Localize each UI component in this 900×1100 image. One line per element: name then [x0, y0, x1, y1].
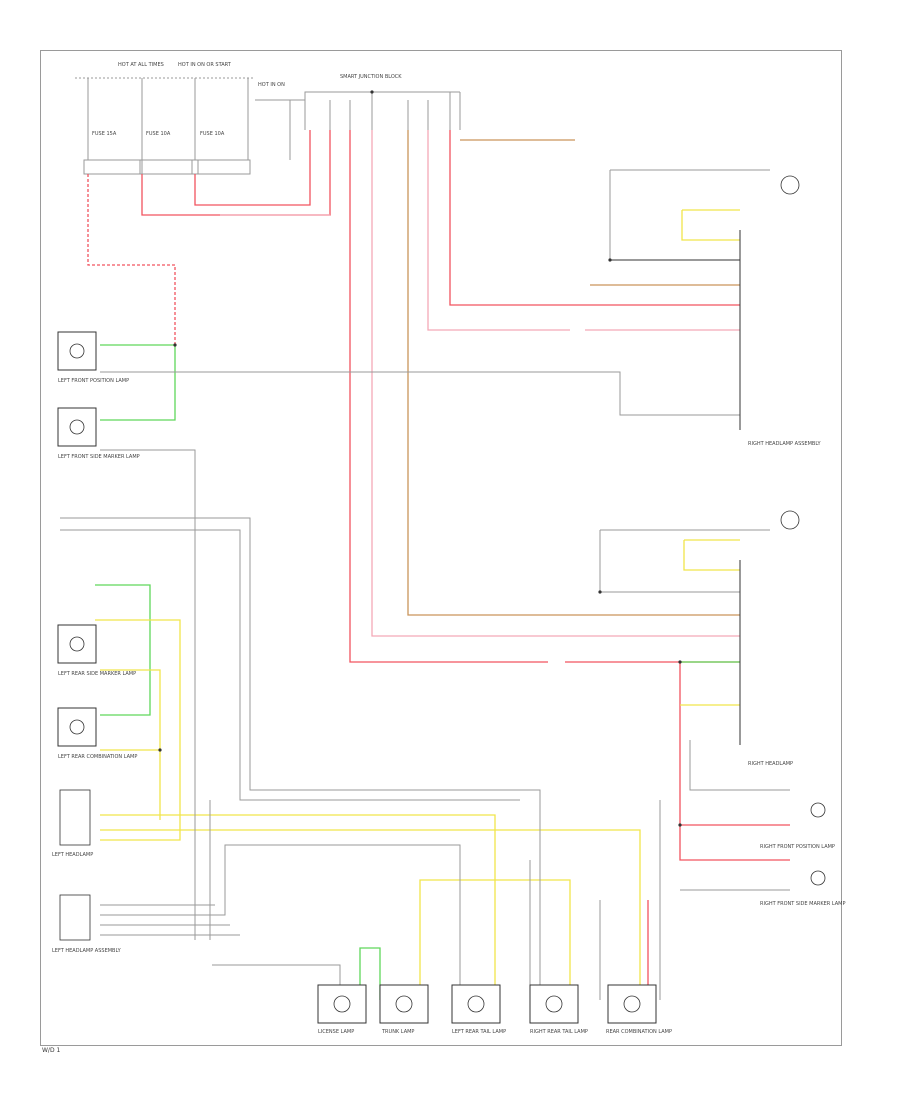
bottom-lamp-boxes — [317, 984, 657, 1024]
label-left-headlamp-asm: LEFT HEADLAMP ASSEMBLY — [52, 948, 122, 954]
brown-wires — [407, 130, 740, 616]
label-right-headlamp-asm: RIGHT HEADLAMP ASSEMBLY — [748, 441, 821, 447]
diagram-frame — [40, 50, 842, 1046]
label-fuse-c: FUSE 10A — [200, 131, 225, 137]
lf-sidemarker-box — [57, 407, 97, 447]
black-wires — [610, 230, 741, 745]
right-modules — [780, 175, 826, 886]
label-rf-sidemarker: RIGHT FRONT SIDE MARKER LAMP — [760, 901, 846, 907]
red-dashed-feed — [87, 174, 176, 345]
splice-points — [158, 90, 682, 827]
pink-wires — [220, 130, 740, 637]
label-rear-combo: REAR COMBINATION LAMP — [606, 1029, 672, 1035]
left-connectors — [59, 789, 91, 941]
label-trunk-lamp: TRUNK LAMP — [381, 1029, 414, 1035]
rr-tail-box — [529, 984, 579, 1024]
label-lf-position: LEFT FRONT POSITION LAMP — [58, 378, 129, 384]
label-fuse-a: FUSE 15A — [92, 131, 117, 137]
label-license-lamp: LICENSE LAMP — [318, 1029, 354, 1035]
lr-tail-box — [451, 984, 501, 1024]
gray-wires — [60, 169, 790, 1000]
trunk-lamp-box — [379, 984, 429, 1024]
lr-combo-box — [57, 707, 97, 747]
label-fuse-b: FUSE 10A — [146, 131, 171, 137]
label-top-left-2: HOT IN ON OR START — [178, 62, 232, 68]
footer-label: W/D 1 — [42, 1047, 61, 1054]
label-lr-tail: LEFT REAR TAIL LAMP — [452, 1029, 506, 1035]
lr-sidemarker-box — [57, 624, 97, 664]
rear-combo-box — [607, 984, 657, 1024]
label-top-mid: HOT IN ON — [258, 82, 285, 88]
label-top-left-1: HOT AT ALL TIMES — [118, 62, 164, 68]
label-rr-tail: RIGHT REAR TAIL LAMP — [530, 1029, 588, 1035]
bottom-lamp-bulbs — [333, 995, 641, 1013]
lf-position-lamp-box — [57, 331, 97, 371]
label-rf-position: RIGHT FRONT POSITION LAMP — [760, 844, 835, 850]
label-lf-sidemarker: LEFT FRONT SIDE MARKER LAMP — [58, 454, 140, 460]
left-lamp-bulbs — [69, 343, 85, 735]
label-top-center: SMART JUNCTION BLOCK — [340, 74, 402, 80]
label-lh-headlamp: LEFT HEADLAMP — [52, 852, 93, 858]
yellow-wires — [95, 209, 740, 1000]
label-lr-sidemarker: LEFT REAR SIDE MARKER LAMP — [58, 671, 136, 677]
license-lamp-box — [317, 984, 367, 1024]
label-lr-combo: LEFT REAR COMBINATION LAMP — [58, 754, 137, 760]
junction-block — [75, 77, 461, 175]
label-rh-headlamp: RIGHT HEADLAMP — [748, 761, 793, 767]
green-wires — [95, 344, 740, 1000]
left-lamp-boxes — [57, 331, 97, 747]
